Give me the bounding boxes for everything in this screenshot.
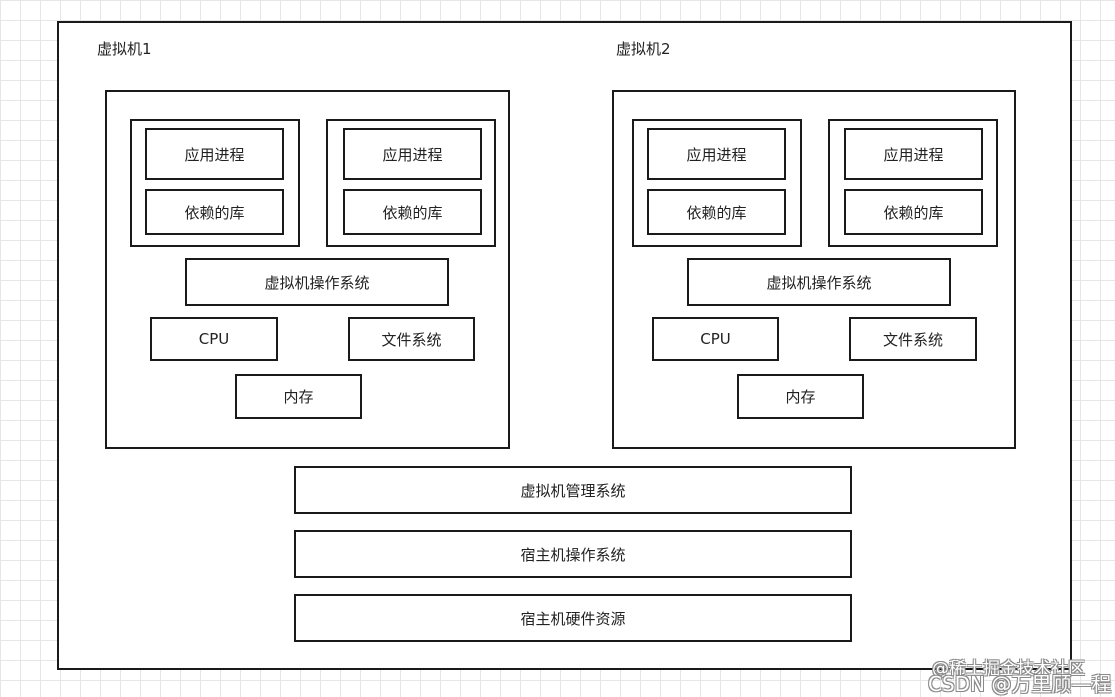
vm1-app-group-2-library: 依赖的库	[343, 189, 482, 235]
vm1-app-group-1-library: 依赖的库	[145, 189, 284, 235]
vm1-app-group-1-process: 应用进程	[145, 128, 284, 180]
host-os-layer: 宿主机操作系统	[294, 530, 852, 578]
vm2-title: 虚拟机2	[616, 40, 671, 58]
vm1-cpu: CPU	[150, 317, 278, 361]
vm2-memory: 内存	[737, 374, 864, 419]
vm1-os: 虚拟机操作系统	[185, 258, 449, 306]
watermark-line2: CSDN @万里顾—程	[928, 672, 1112, 696]
vm2-app-group-1-library: 依赖的库	[647, 189, 786, 235]
vm2-app-group-2-process: 应用进程	[844, 128, 983, 180]
vm1-title: 虚拟机1	[97, 40, 152, 58]
watermark-line1: @稀土掘金技术社区	[932, 659, 1085, 679]
host-hardware-layer: 宿主机硬件资源	[294, 594, 852, 642]
vm1-filesystem: 文件系统	[348, 317, 475, 361]
vm-manager-layer: 虚拟机管理系统	[294, 466, 852, 514]
vm1-memory: 内存	[235, 374, 362, 419]
vm1-app-group-2-process: 应用进程	[343, 128, 482, 180]
vm2-filesystem: 文件系统	[849, 317, 977, 361]
vm2-app-group-2-library: 依赖的库	[844, 189, 983, 235]
vm2-app-group-1-process: 应用进程	[647, 128, 786, 180]
vm2-os: 虚拟机操作系统	[687, 258, 951, 306]
vm2-cpu: CPU	[652, 317, 779, 361]
